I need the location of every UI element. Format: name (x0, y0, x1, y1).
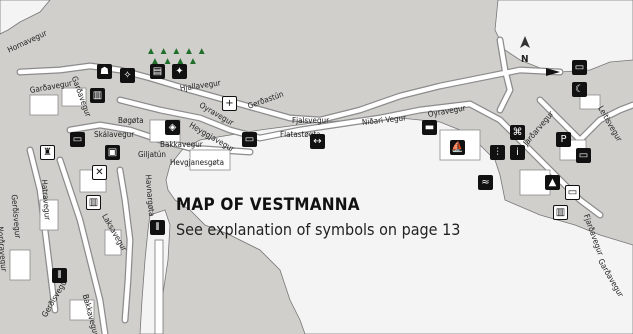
swim-icon[interactable]: ≈ (478, 175, 493, 190)
ferry-icon[interactable]: ↔ (310, 134, 325, 149)
sports-icon[interactable]: ✧ (120, 68, 135, 83)
museum-icon[interactable]: ▣ (105, 145, 120, 160)
forest-trees: ▲ ▲ ▲ ▲ ▲ (146, 46, 207, 57)
west-coast (0, 0, 51, 35)
boat-icon[interactable]: ⛵ (450, 140, 465, 155)
north-arrow (520, 36, 530, 48)
caravan-icon[interactable]: ▭ (565, 185, 580, 200)
sports-icon[interactable]: ✕ (92, 165, 107, 180)
shop-icon[interactable]: ▥ (553, 205, 568, 220)
first-aid-icon[interactable]: + (222, 96, 237, 111)
moon-icon[interactable]: ☾ (572, 82, 587, 97)
shop-icon[interactable]: ▥ (86, 195, 101, 210)
bus-icon[interactable]: ▭ (576, 148, 591, 163)
hiking-icon[interactable]: ☗ (97, 64, 112, 79)
parking-icon[interactable]: P (556, 132, 571, 147)
shop-icon[interactable]: ▥ (90, 88, 105, 103)
toilet-icon[interactable]: ⫴ (150, 220, 165, 235)
forest-trees-2: ▲ ▲ ▲ ▲ (150, 56, 198, 67)
sports-icon[interactable]: ✦ (172, 64, 187, 79)
viewpoint-icon[interactable]: ⌘ (510, 125, 525, 140)
map-subtitle: See explanation of symbols on page 13 (176, 220, 461, 239)
north-label: N (521, 54, 529, 65)
street-label: Flatastøgta (280, 130, 321, 139)
restaurant-icon[interactable]: ⫶ (490, 145, 505, 160)
street-label: Bøgøta (118, 116, 144, 125)
pier (154, 239, 164, 334)
toilet-icon[interactable]: ⫴ (52, 268, 67, 283)
book-icon[interactable]: ▤ (150, 64, 165, 79)
street-label: Hevgjanesgøta (170, 158, 225, 167)
street-label: Giljatún (138, 150, 166, 159)
street-label: Bakkavegur (160, 140, 203, 149)
bus-icon[interactable]: ▭ (70, 132, 85, 147)
street-label: Fjalsvegur (292, 116, 330, 125)
ferry-arrow (546, 68, 560, 76)
street-label: Skálavegur (94, 130, 135, 139)
caravan-icon[interactable]: ▭ (572, 60, 587, 75)
museum-icon[interactable]: ◈ (165, 120, 180, 135)
camping-icon[interactable]: ▲ (545, 175, 560, 190)
hotel-icon[interactable]: ▬ (422, 120, 437, 135)
map-title: MAP OF VESTMANNA (176, 195, 360, 215)
info-icon[interactable]: i (510, 145, 525, 160)
bus-icon[interactable]: ▭ (242, 132, 257, 147)
church-icon[interactable]: ♜ (40, 145, 55, 160)
northern-bay (494, 0, 633, 73)
